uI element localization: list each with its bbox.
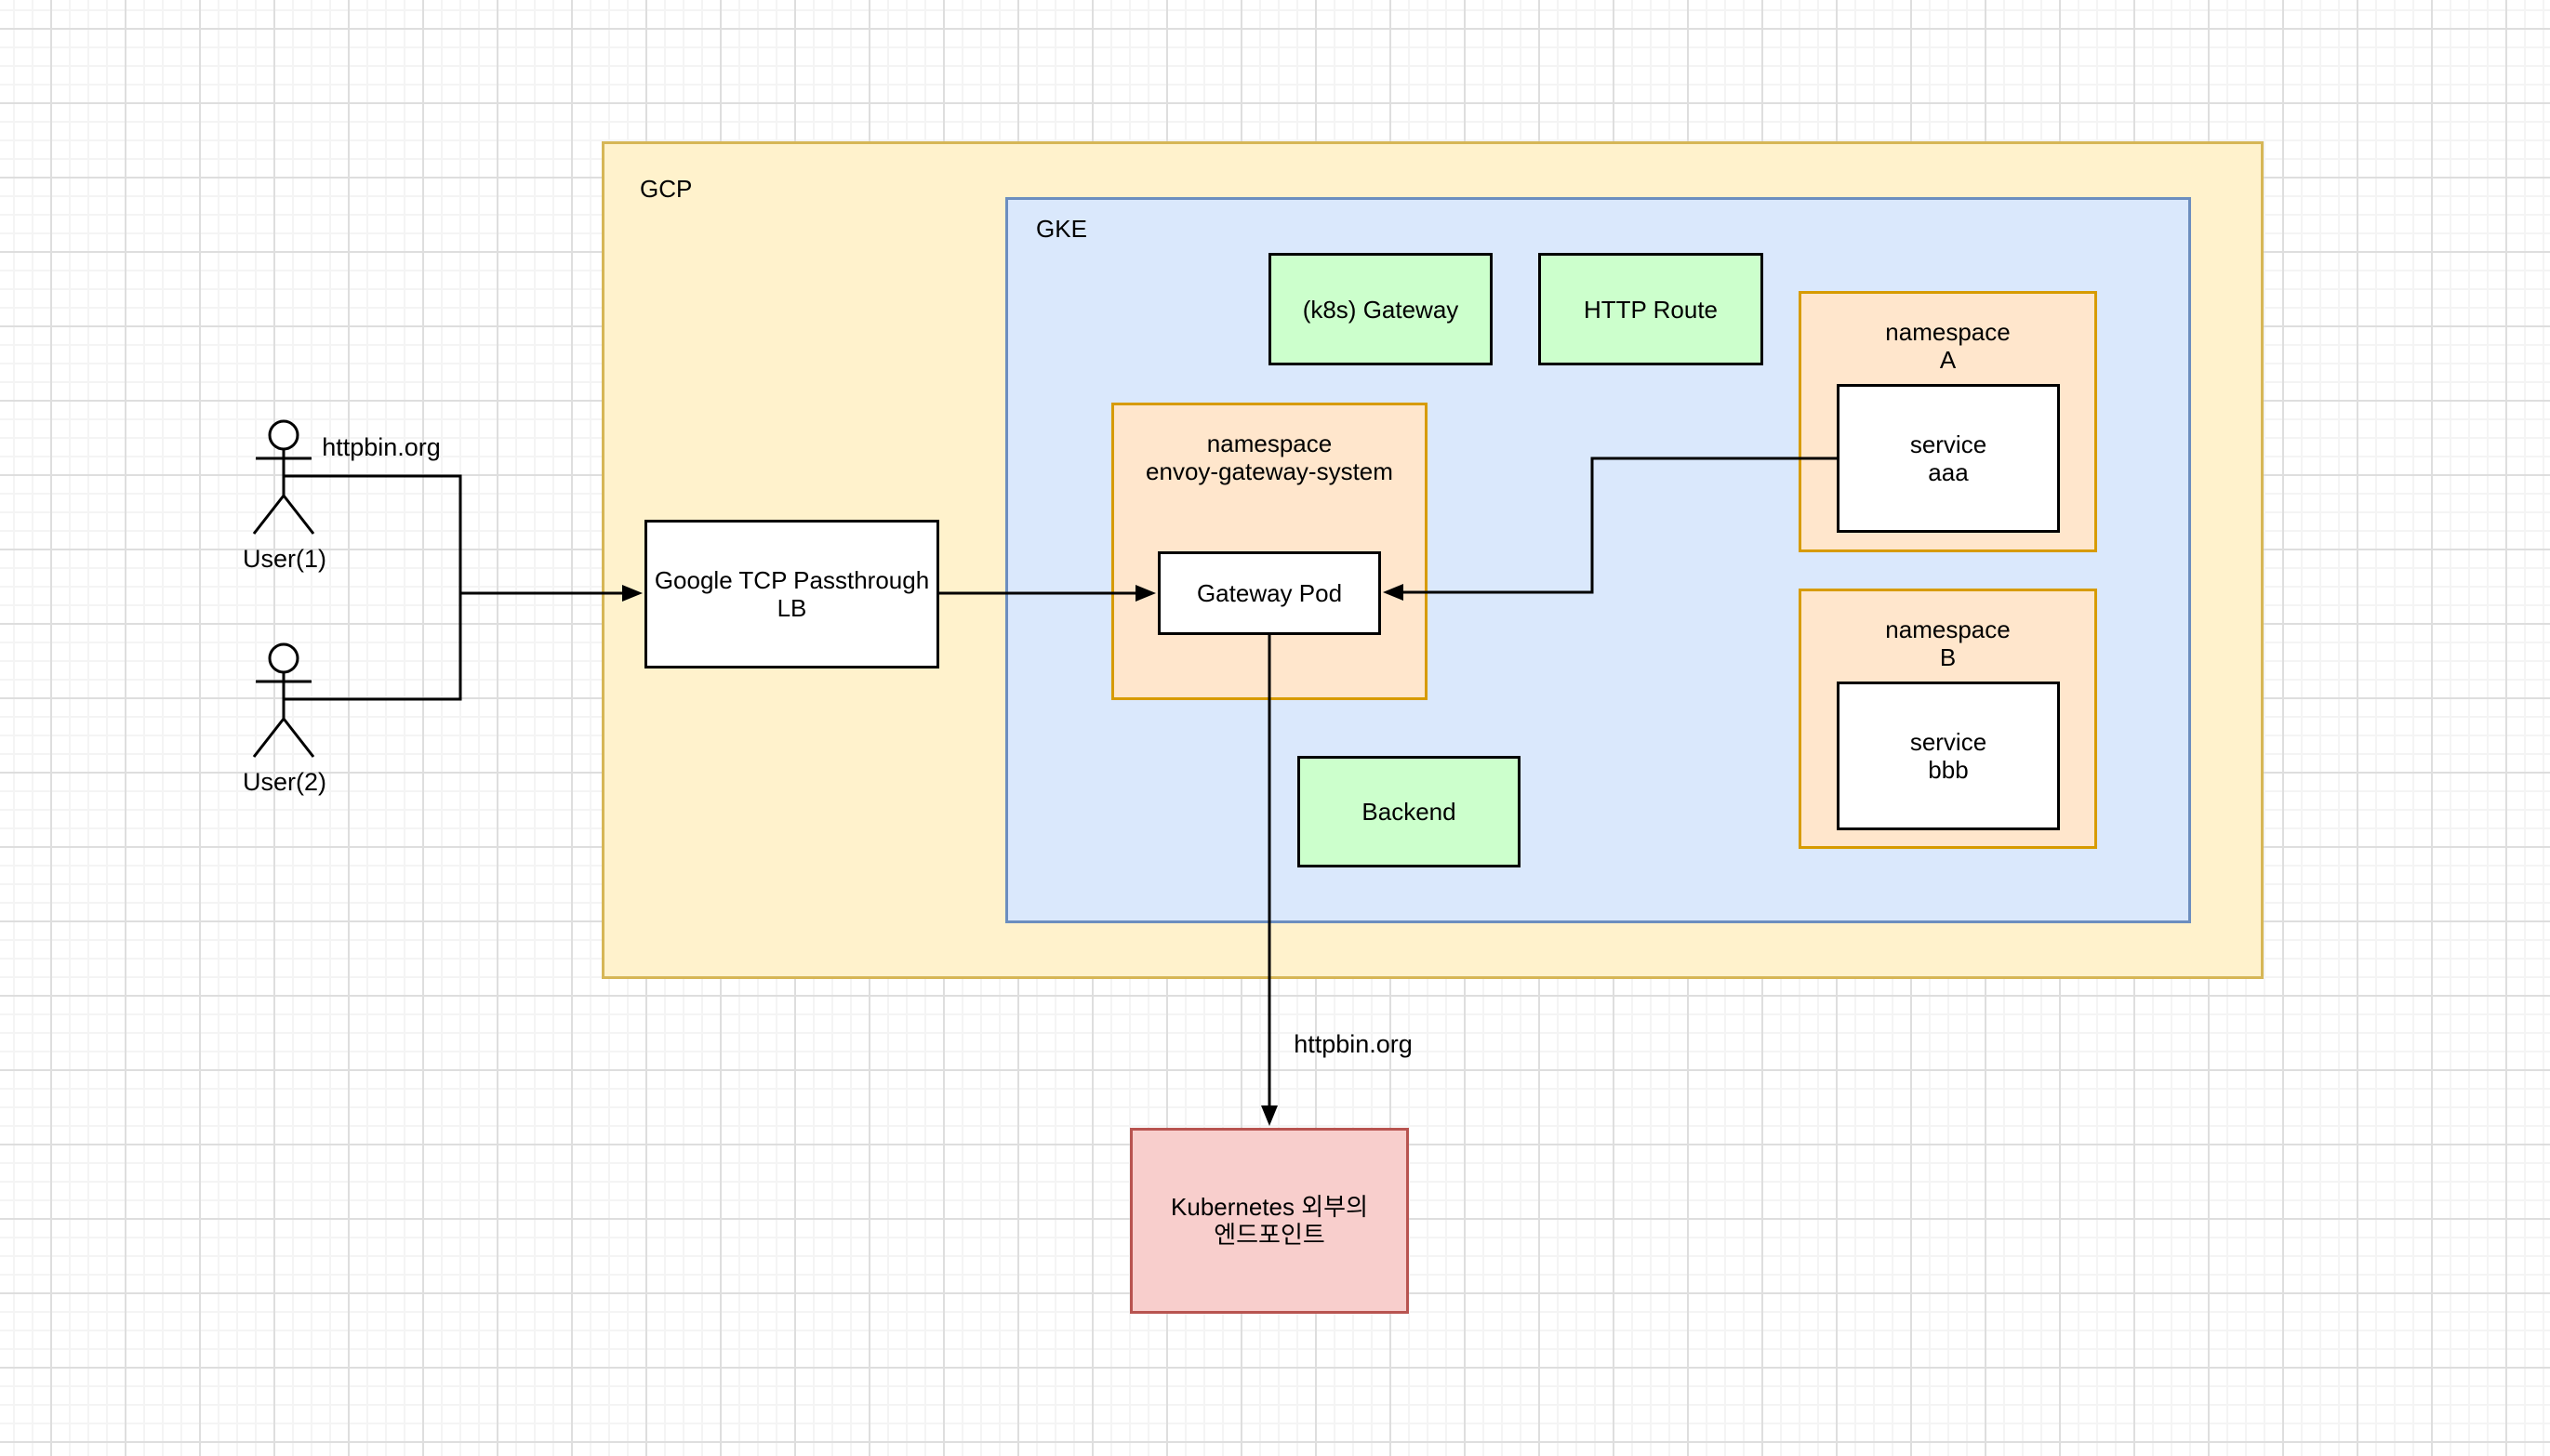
httpbin-org-label-top: httpbin.org xyxy=(322,433,441,461)
backend-node[interactable]: Backend xyxy=(1297,756,1521,867)
gateway-pod-label: Gateway Pod xyxy=(1196,579,1343,607)
k8s-gateway-label: (k8s) Gateway xyxy=(1302,295,1459,324)
google-tcp-passthrough-lb-label: Google TCP Passthrough LB xyxy=(654,566,930,622)
service-aaa-node[interactable]: service aaa xyxy=(1837,384,2060,533)
user1-label: User(1) xyxy=(242,545,326,573)
google-tcp-passthrough-lb-node[interactable]: Google TCP Passthrough LB xyxy=(644,520,939,668)
http-route-label: HTTP Route xyxy=(1583,295,1718,324)
namespace-envoy-gateway-system-label: namespace envoy-gateway-system xyxy=(1146,430,1393,485)
namespace-b-label: namespace B xyxy=(1885,615,2011,671)
service-bbb-label: service bbb xyxy=(1909,728,1987,784)
k8s-gateway-node[interactable]: (k8s) Gateway xyxy=(1268,253,1493,365)
httpbin-org-label-bottom: httpbin.org xyxy=(1294,1030,1413,1058)
service-aaa-label: service aaa xyxy=(1909,430,1987,486)
gke-label: GKE xyxy=(1036,215,1087,243)
namespace-a-label: namespace A xyxy=(1885,318,2011,374)
backend-label: Backend xyxy=(1361,798,1456,826)
gateway-pod-node[interactable]: Gateway Pod xyxy=(1158,551,1381,635)
user2-actor-icon[interactable] xyxy=(252,642,315,758)
gcp-label: GCP xyxy=(640,175,693,203)
users-merge-connector xyxy=(284,474,462,701)
service-bbb-node[interactable]: service bbb xyxy=(1837,682,2060,830)
external-endpoint-node[interactable]: Kubernetes 외부의 엔드포인트 xyxy=(1130,1128,1409,1314)
http-route-node[interactable]: HTTP Route xyxy=(1538,253,1763,365)
external-endpoint-label: Kubernetes 외부의 엔드포인트 xyxy=(1171,1193,1368,1249)
user1-actor-icon[interactable] xyxy=(252,419,315,535)
user2-label: User(2) xyxy=(242,768,326,796)
